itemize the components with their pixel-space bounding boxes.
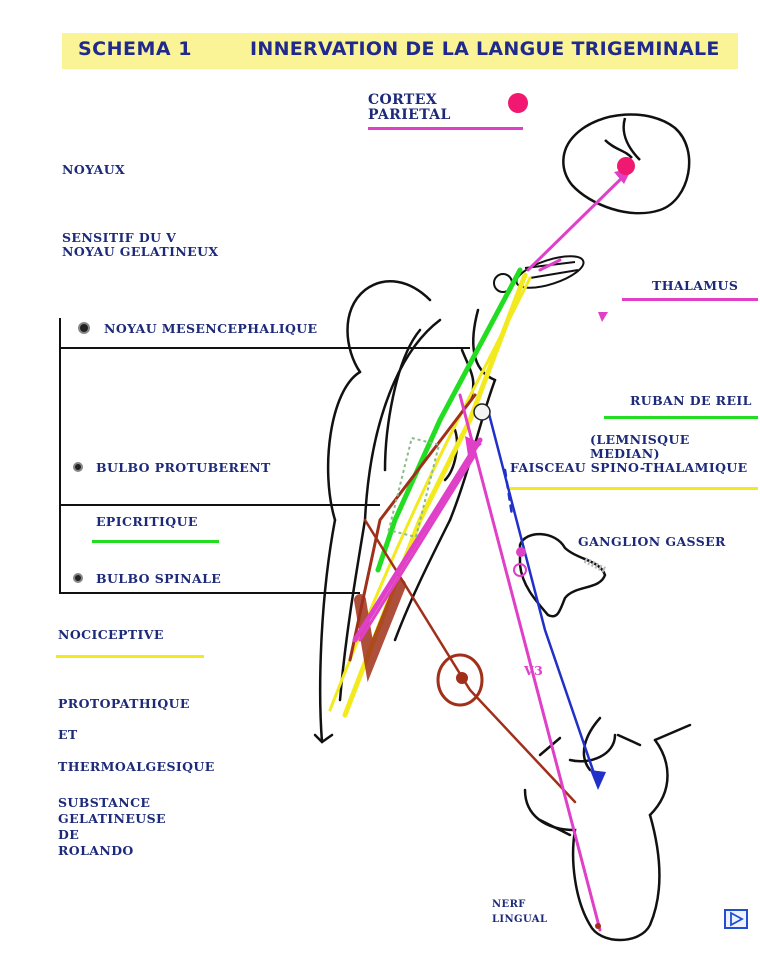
spinal-bullet [74,574,82,582]
de-line: DE [58,827,166,843]
epicritique-underline [92,540,219,543]
substance-label: SUBSTANCE GELATINEUSE DE ROLANDO [58,795,166,859]
sensitif-line: SENSITIF DU V [62,231,219,245]
bulbo-spinale-label: BULBO SPINALE [96,572,221,586]
faisceau-underline [510,487,758,490]
nociceptive-label: NOCICEPTIVE [58,628,164,642]
thalamus-marker [598,312,608,322]
gelatineuse-line: GELATINEUSE [58,811,166,827]
thermoalgesique-label: THERMOALGESIQUE [58,760,215,774]
ruban-underline [604,416,758,419]
protuberential-bullet [74,463,82,471]
cortex-label: CORTEX PARIETAL [368,93,451,123]
et-label: ET [58,728,78,742]
play-next-icon [726,911,746,927]
nociceptive-underline [56,655,204,658]
tongue-endpoint [595,923,601,929]
noyaux-label: NOYAUX [62,163,125,177]
v3-label: V3 [524,664,543,678]
substance-line: SUBSTANCE [58,795,166,811]
faisceau-label: FAISCEAU SPINO-THALAMIQUE [510,461,748,475]
epicritique-label: EPICRITIQUE [96,515,198,529]
nerf-lingual-label: NERF LINGUAL [492,897,547,927]
sensitif-label: SENSITIF DU V NOYAU GELATINEUX [62,231,219,259]
lemnisque-label: (LEMNISQUE MEDIAN) [590,433,760,461]
gelatineux-line: NOYAU GELATINEUX [62,245,219,259]
bulbo-protuberent-label: BULBO PROTUBERENT [96,461,271,475]
ganglion-core [456,672,468,684]
cortex-underline [368,127,523,130]
mesencephalic-bullet [79,323,89,333]
relay-node [474,404,490,420]
gasser-node [516,547,526,557]
thalamus-underline [622,298,758,301]
lingual-line: LINGUAL [492,912,547,927]
ganglion-label: GANGLION GASSER [578,535,726,549]
parietal-line: PARIETAL [368,108,451,123]
cortex-marker [508,93,528,113]
thalamus-label: THALAMUS [652,279,738,293]
protopathique-label: PROTOPATHIQUE [58,697,190,711]
nerf-line: NERF [492,897,547,912]
cortex-line: CORTEX [368,93,451,108]
arrow-heads [465,168,632,790]
next-slide-button[interactable] [724,909,748,929]
ruban-label: RUBAN DE REIL [630,394,752,408]
mesencephalique-label: NOYAU MESENCEPHALIQUE [104,322,317,336]
tongue-outline [525,718,690,940]
brainstem-outline [315,281,495,742]
cortex-target [617,157,635,175]
rolando-line: ROLANDO [58,843,166,859]
